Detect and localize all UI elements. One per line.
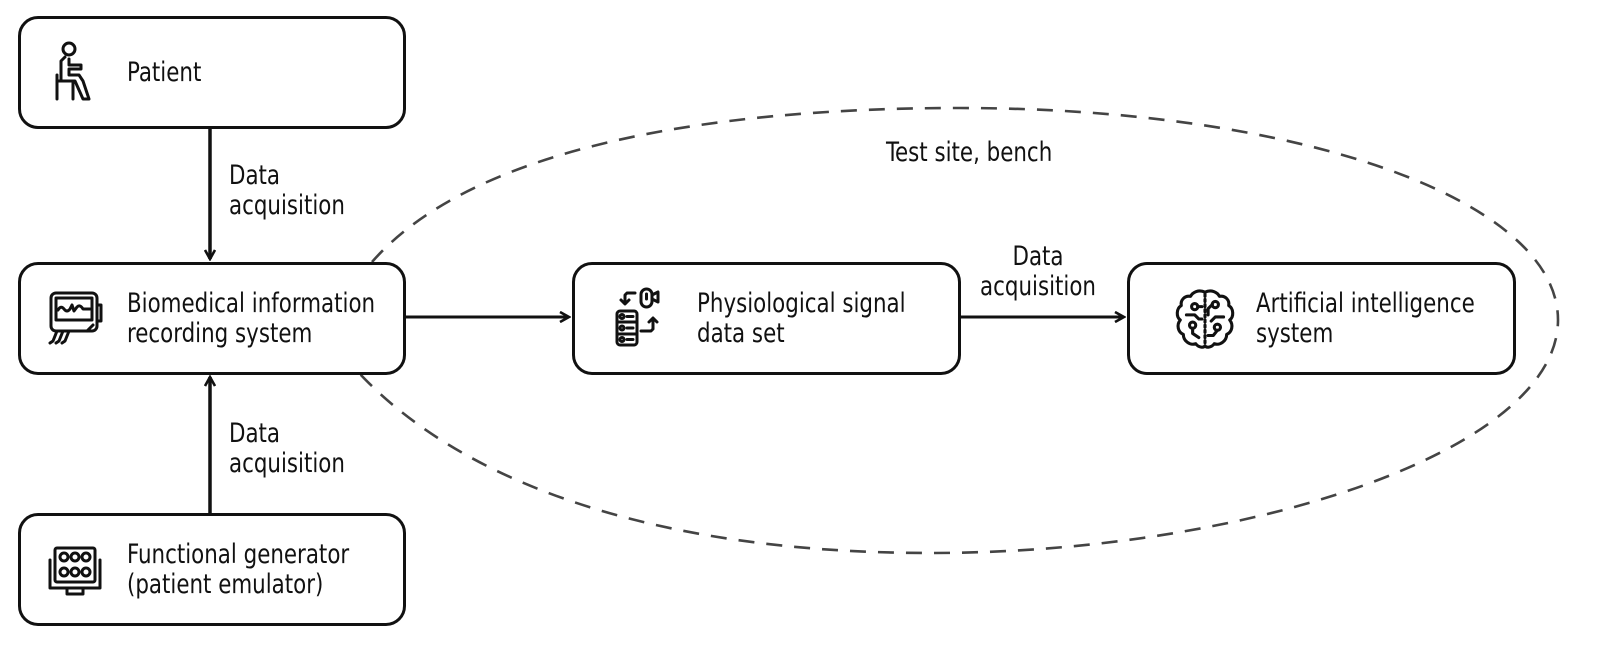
edge-label-dataset-to-ai: Data acquisition bbox=[980, 241, 1096, 302]
node-generator-label: Functional generator (patient emulator) bbox=[127, 538, 350, 600]
node-ai-label: Artificial intelligence system bbox=[1256, 287, 1475, 349]
node-ai-system[interactable]: Artificial intelligence system bbox=[1127, 262, 1516, 375]
monitor-ecg-icon bbox=[48, 291, 103, 344]
node-patient[interactable]: Patient bbox=[18, 16, 406, 129]
test-site-region-boundary bbox=[359, 106, 1560, 555]
test-site-label: Test site, bench bbox=[886, 137, 1053, 168]
node-biomedical-label: Biomedical information recording system bbox=[127, 287, 376, 349]
node-functional-generator[interactable]: Functional generator (patient emulator) bbox=[18, 513, 406, 626]
signal-generator-icon bbox=[48, 546, 102, 595]
node-physiological-data-set[interactable]: Physiological signal data set bbox=[572, 262, 961, 375]
node-patient-label: Patient bbox=[127, 56, 202, 88]
seated-person-icon bbox=[55, 41, 91, 100]
node-biomedical-recording-system[interactable]: Biomedical information recording system bbox=[18, 262, 406, 375]
edge-label-patient-to-biomedical: Data acquisition bbox=[229, 160, 345, 221]
database-transfer-icon bbox=[615, 287, 660, 346]
node-dataset-label: Physiological signal data set bbox=[697, 287, 906, 349]
edge-label-generator-to-biomedical: Data acquisition bbox=[229, 418, 345, 479]
brain-circuit-icon bbox=[1175, 288, 1235, 349]
